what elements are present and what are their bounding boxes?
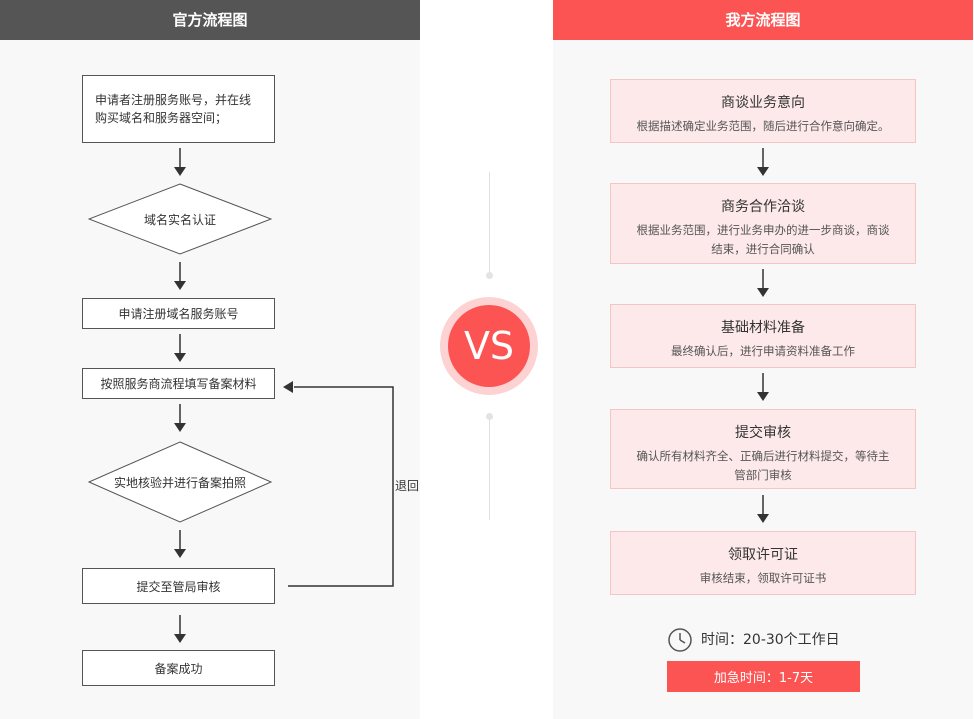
arrow-down-icon — [757, 373, 769, 401]
step-card: 商务合作洽谈 根据业务范围，进行业务申办的进一步商谈，商谈结束，进行合同确认 — [610, 183, 916, 264]
arrow-down-icon — [174, 148, 186, 176]
step-card: 基础材料准备 最终确认后，进行申请资料准备工作 — [610, 304, 916, 368]
node-submit-text: 提交至管局审核 — [136, 579, 221, 594]
official-flow-header: 官方流程图 — [0, 0, 420, 40]
step-card: 提交审核 确认所有材料齐全、正确后进行材料提交，等待主管部门审核 — [610, 409, 916, 489]
step-title: 提交审核 — [735, 425, 791, 441]
node-register-buy: 申请者注册服务账号，并在线购买域名和服务器空间； — [82, 75, 275, 143]
step-title: 基础材料准备 — [721, 320, 805, 336]
node-success: 备案成功 — [82, 650, 275, 686]
node-realname-text: 域名实名认证 — [143, 212, 216, 227]
node-success-text: 备案成功 — [154, 661, 203, 676]
divider-dot-top — [486, 272, 493, 279]
diamond-shape — [88, 183, 272, 255]
arrow-down-icon — [174, 615, 186, 643]
arrow-down-icon — [174, 404, 186, 432]
step-title: 领取许可证 — [728, 547, 798, 563]
arrow-down-icon — [174, 530, 186, 558]
divider-line-bottom — [489, 420, 490, 520]
divider-line-top — [489, 172, 490, 272]
step-title: 商务合作洽谈 — [721, 199, 805, 215]
step-desc: 根据业务范围，进行业务申办的进一步商谈，商谈结束，进行合同确认 — [636, 223, 890, 256]
diamond-shape — [88, 441, 272, 523]
arrow-down-icon — [174, 262, 186, 290]
vs-badge: VS — [448, 305, 530, 387]
step-title: 商谈业务意向 — [721, 95, 805, 111]
arrow-down-icon — [757, 269, 769, 297]
rush-time-badge: 加急时间：1-7天 — [667, 661, 860, 692]
step-desc: 最终确认后，进行申请资料准备工作 — [671, 344, 855, 358]
return-loop-connector — [283, 381, 394, 587]
node-realname-decision: 域名实名认证 — [88, 183, 272, 255]
step-card: 商谈业务意向 根据描述确定业务范围，随后进行合作意向确定。 — [610, 79, 916, 143]
step-desc: 审核结束，领取许可证书 — [699, 571, 827, 585]
node-register-buy-text: 申请者注册服务账号，并在线购买域名和服务器空间； — [95, 93, 252, 125]
node-fill-form-text: 按照服务商流程填写备案材料 — [100, 377, 257, 391]
step-desc: 根据描述确定业务范围，随后进行合作意向确定。 — [636, 119, 890, 133]
arrow-down-icon — [757, 148, 769, 176]
arrow-down-icon — [174, 334, 186, 362]
node-fill-form: 按照服务商流程填写备案材料 — [82, 368, 275, 399]
node-submit: 提交至管局审核 — [82, 568, 275, 604]
clock-icon — [668, 628, 692, 652]
step-desc: 确认所有材料齐全、正确后进行材料提交，等待主管部门审核 — [636, 449, 890, 482]
arrow-down-icon — [757, 495, 769, 523]
step-card: 领取许可证 审核结束，领取许可证书 — [610, 531, 916, 595]
our-flow-header: 我方流程图 — [553, 0, 973, 40]
node-apply-account-text: 申请注册域名服务账号 — [118, 307, 239, 321]
return-label: 退回 — [395, 479, 420, 493]
duration-text: 时间：20-30个工作日 — [701, 632, 840, 648]
divider-dot-bottom — [486, 413, 493, 420]
node-verify-text: 实地核验并进行备案拍照 — [113, 475, 246, 490]
node-apply-account: 申请注册域名服务账号 — [82, 298, 275, 329]
node-verify-decision: 实地核验并进行备案拍照 — [88, 441, 272, 523]
